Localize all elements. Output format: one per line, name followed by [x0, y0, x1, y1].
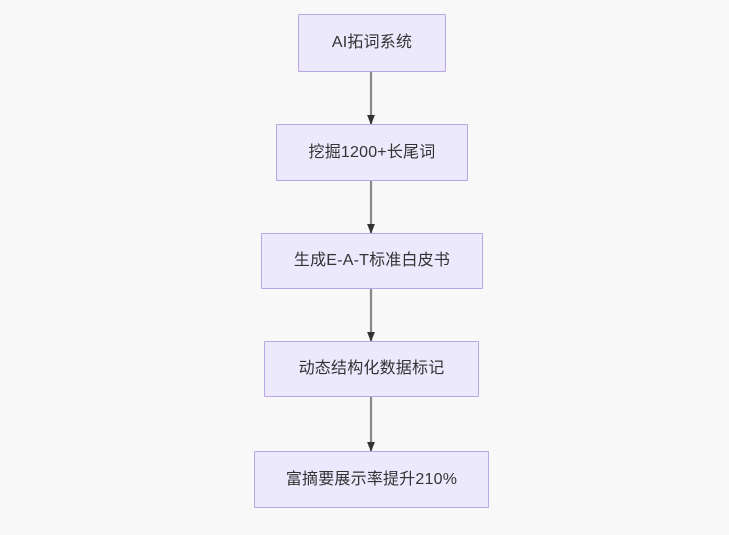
flowchart-node-1[interactable]: AI拓词系统	[298, 14, 446, 72]
flowchart-node-3[interactable]: 生成E-A-T标准白皮书	[261, 233, 483, 289]
flowchart-node-3-label: 生成E-A-T标准白皮书	[293, 252, 451, 270]
flowchart-node-4-label: 动态结构化数据标记	[298, 360, 445, 378]
flowchart-node-1-label: AI拓词系统	[331, 34, 413, 52]
flowchart-node-4[interactable]: 动态结构化数据标记	[264, 341, 479, 397]
flowchart-node-2-label: 挖掘1200+长尾词	[308, 143, 436, 161]
flowchart-node-5-label: 富摘要展示率提升210%	[285, 470, 458, 488]
flowchart-node-5[interactable]: 富摘要展示率提升210%	[254, 451, 489, 508]
flowchart-node-2[interactable]: 挖掘1200+长尾词	[276, 124, 468, 181]
